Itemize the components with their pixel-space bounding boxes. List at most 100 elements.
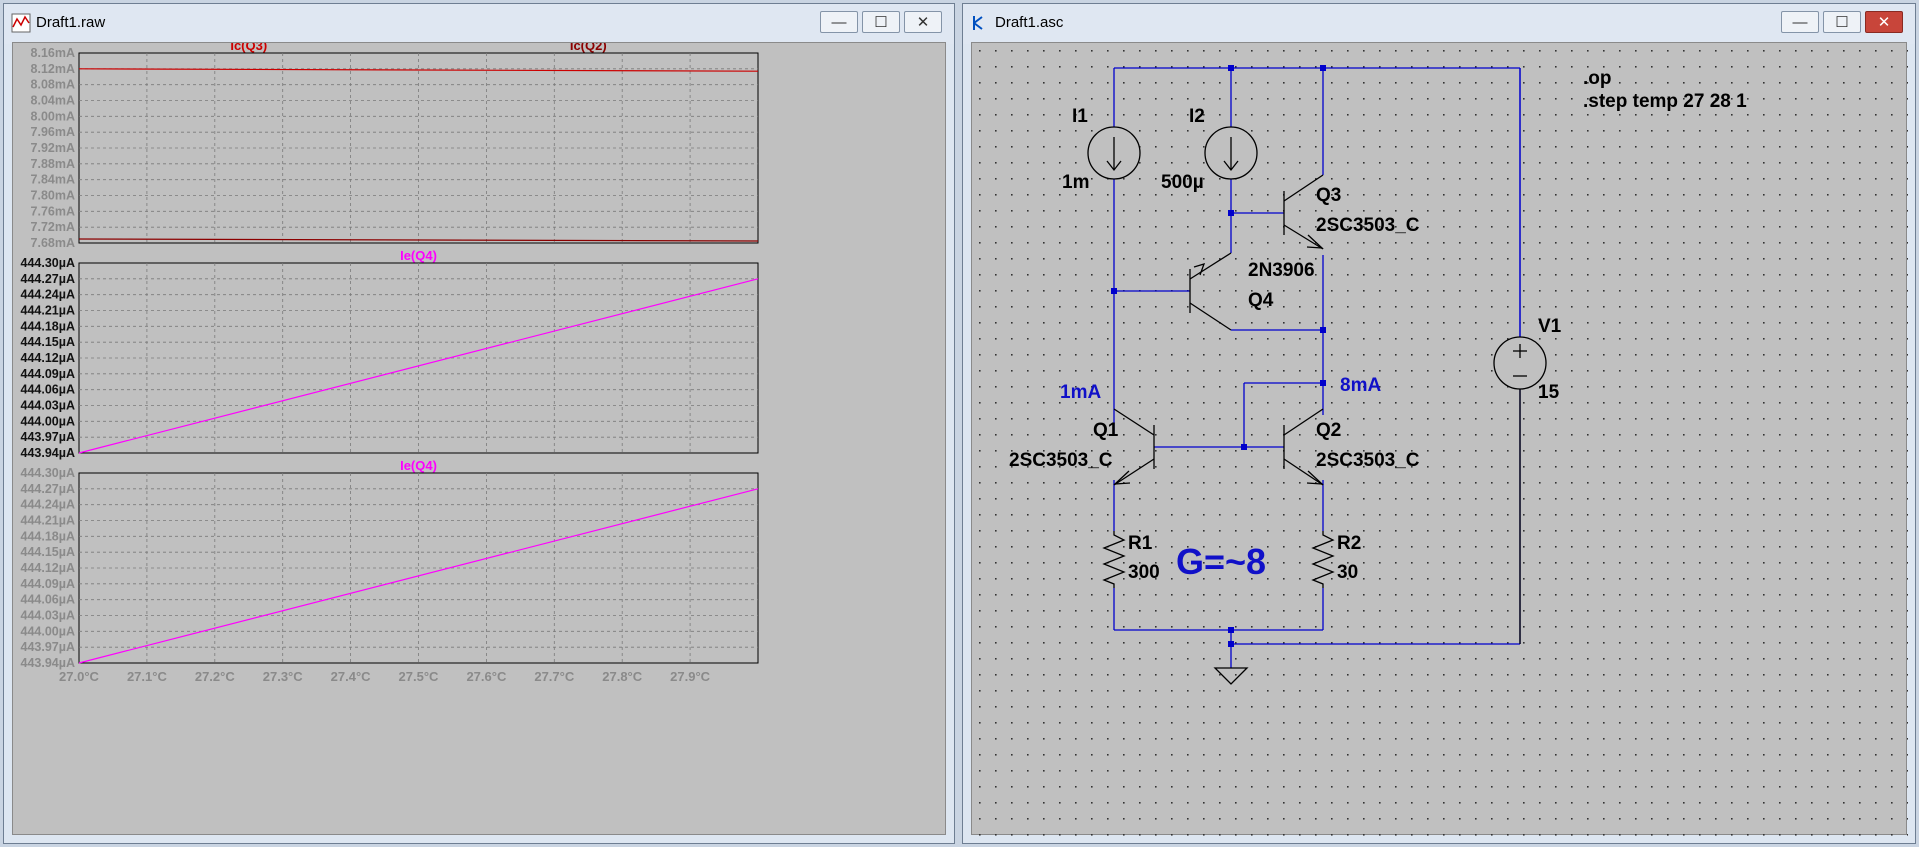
trace-line <box>78 278 759 454</box>
y-tick-label: 444.06µA <box>21 593 75 607</box>
maximize-button[interactable]: ☐ <box>1823 11 1861 33</box>
y-tick-label: 7.84mA <box>31 173 75 187</box>
label-V1: V1 <box>1538 316 1562 337</box>
y-tick-label: 444.18µA <box>21 319 75 333</box>
schematic-titlebar[interactable]: Draft1.asc — ☐ ✕ <box>963 4 1915 44</box>
label-Q4: Q4 <box>1248 290 1274 311</box>
y-tick-label: 443.97µA <box>21 430 75 444</box>
y-tick-label: 8.16mA <box>31 46 75 60</box>
resistor-R1[interactable] <box>1102 531 1126 588</box>
value-V1: 15 <box>1538 382 1560 403</box>
label-Q2: Q2 <box>1316 420 1341 441</box>
x-tick-label: 27.0°C <box>59 669 100 684</box>
y-tick-label: 8.12mA <box>31 62 75 76</box>
value-R2: 30 <box>1337 562 1358 583</box>
resistor-R2[interactable] <box>1311 531 1335 588</box>
trace-label[interactable]: Ie(Q4) <box>400 248 437 263</box>
y-tick-label: 444.18µA <box>21 529 75 543</box>
trace-line <box>78 68 759 72</box>
y-tick-label: 444.12µA <box>21 561 75 575</box>
y-tick-label: 8.04mA <box>31 94 75 108</box>
close-button[interactable]: ✕ <box>904 11 942 33</box>
trace-label[interactable]: Ic(Q3) <box>230 38 267 53</box>
schematic-app-icon <box>973 16 983 30</box>
current-source-I2[interactable] <box>1204 126 1258 180</box>
y-tick-label: 443.97µA <box>21 640 75 654</box>
value-I1: 1m <box>1062 172 1089 193</box>
annotation-right-current: 8mA <box>1340 375 1381 396</box>
y-tick-label: 7.88mA <box>31 157 75 171</box>
schematic-drawing[interactable]: I1 1m I2 500µ Q3 2SC3503_C 2N3906 Q4 Q1 … <box>972 43 1908 838</box>
spice-directive-op[interactable]: .op <box>1583 68 1612 89</box>
label-R2: R2 <box>1337 533 1361 554</box>
value-R1: 300 <box>1128 562 1160 583</box>
y-tick-label: 444.24µA <box>21 288 75 302</box>
label-Q1: Q1 <box>1093 420 1119 441</box>
label-I1: I1 <box>1072 106 1088 127</box>
trace-label[interactable]: Ie(Q4) <box>400 458 437 473</box>
value-I2: 500µ <box>1161 172 1204 193</box>
y-tick-label: 444.00µA <box>21 414 75 428</box>
y-tick-label: 444.15µA <box>21 545 75 559</box>
trace-line <box>78 238 759 242</box>
label-R1: R1 <box>1128 533 1153 554</box>
spice-directive-step[interactable]: .step temp 27 28 1 <box>1583 91 1747 112</box>
close-button[interactable]: ✕ <box>1865 11 1903 33</box>
x-tick-label: 27.3°C <box>263 669 304 684</box>
waveform-titlebar[interactable]: Draft1.raw — ☐ ✕ <box>4 4 954 44</box>
x-tick-label: 27.7°C <box>534 669 575 684</box>
ground-symbol <box>1213 667 1249 685</box>
current-source-I1[interactable] <box>1087 126 1141 180</box>
y-tick-label: 444.12µA <box>21 351 75 365</box>
y-tick-label: 444.03µA <box>21 609 75 623</box>
x-tick-label: 27.2°C <box>195 669 236 684</box>
y-tick-label: 7.92mA <box>31 141 75 155</box>
y-tick-label: 444.30µA <box>21 256 75 270</box>
y-tick-label: 7.80mA <box>31 189 75 203</box>
transistor-Q2[interactable] <box>1283 408 1324 486</box>
x-tick-label: 27.1°C <box>127 669 168 684</box>
junction-dots <box>1111 65 1326 647</box>
voltage-source-V1[interactable] <box>1493 336 1547 644</box>
waveform-app-icon <box>11 13 31 33</box>
transistor-Q4[interactable] <box>1189 252 1232 331</box>
x-tick-label: 27.9°C <box>670 669 711 684</box>
y-tick-label: 7.72mA <box>31 220 75 234</box>
transistor-Q1[interactable] <box>1113 408 1155 486</box>
y-tick-label: 444.30µA <box>21 466 75 480</box>
annotation-gain: G=~8 <box>1176 541 1266 582</box>
trace-line <box>78 488 759 664</box>
y-tick-label: 444.21µA <box>21 514 75 528</box>
minimize-button[interactable]: — <box>1781 11 1819 33</box>
trace-label[interactable]: Ic(Q2) <box>570 38 607 53</box>
model-Q3: 2SC3503_C <box>1316 215 1420 236</box>
y-tick-label: 7.68mA <box>31 236 75 250</box>
y-tick-label: 7.76mA <box>31 204 75 218</box>
y-tick-label: 444.09µA <box>21 367 75 381</box>
label-I2: I2 <box>1189 106 1205 127</box>
transistor-Q3[interactable] <box>1283 174 1324 250</box>
y-tick-label: 444.03µA <box>21 399 75 413</box>
y-tick-label: 444.06µA <box>21 383 75 397</box>
y-tick-label: 444.27µA <box>21 482 75 496</box>
y-tick-label: 443.94µA <box>21 656 75 670</box>
x-tick-label: 27.4°C <box>331 669 372 684</box>
maximize-button[interactable]: ☐ <box>862 11 900 33</box>
y-tick-label: 443.94µA <box>21 446 75 460</box>
y-tick-label: 8.08mA <box>31 78 75 92</box>
schematic-window: Draft1.asc — ☐ ✕ <box>962 3 1916 844</box>
y-tick-label: 444.24µA <box>21 498 75 512</box>
y-tick-label: 444.15µA <box>21 335 75 349</box>
y-tick-label: 7.96mA <box>31 125 75 139</box>
waveform-window: Draft1.raw — ☐ ✕ 8.16mA 8.12mA 8.08mA 8.04m… <box>3 3 955 844</box>
model-Q1: 2SC3503_C <box>1009 450 1113 471</box>
y-tick-label: 8.00mA <box>31 109 75 123</box>
waveform-window-title: Draft1.raw <box>36 14 106 31</box>
schematic-canvas[interactable]: I1 1m I2 500µ Q3 2SC3503_C 2N3906 Q4 Q1 … <box>971 42 1908 838</box>
y-tick-label: 444.09µA <box>21 577 75 591</box>
x-tick-label: 27.6°C <box>466 669 507 684</box>
minimize-button[interactable]: — <box>820 11 858 33</box>
model-Q2: 2SC3503_C <box>1316 450 1420 471</box>
